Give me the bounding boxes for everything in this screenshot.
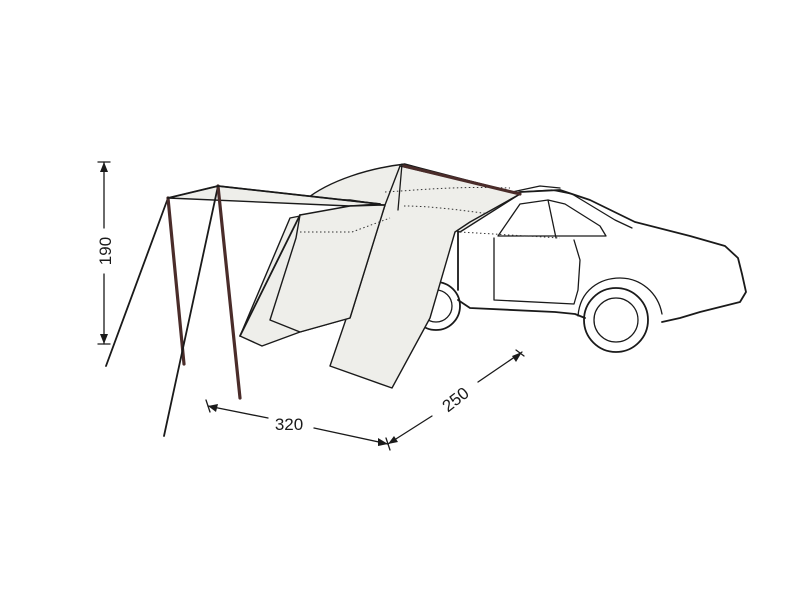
tent-poles — [105, 164, 522, 437]
tent-seam-line-3 — [459, 231, 561, 239]
car-front-arch — [577, 277, 663, 317]
awning-edge-front — [167, 185, 381, 205]
dimension-height: 190 — [96, 161, 115, 345]
car-roof-rack — [511, 185, 561, 193]
guy-line-left — [105, 197, 169, 367]
tent-top-ring — [403, 163, 413, 167]
car-window-divider — [547, 199, 557, 239]
car-roof — [519, 189, 633, 229]
height-arrow-top — [100, 162, 108, 172]
tent-inner-curtain — [269, 204, 386, 333]
car-door — [493, 237, 581, 305]
tent-seam-line-2 — [300, 217, 391, 233]
car-illustration — [411, 185, 747, 353]
pole-right-front — [216, 184, 242, 400]
car-window — [497, 199, 607, 237]
width-dim-line-left — [207, 405, 269, 419]
awning-side-pole — [239, 214, 301, 337]
car-front-hub — [593, 297, 639, 343]
dimension-depth: 250 — [387, 349, 525, 445]
pole-top-ridge — [402, 164, 522, 196]
depth-arrow-upper — [512, 352, 522, 362]
tent-center-seam — [397, 163, 403, 211]
width-arrow-right — [378, 438, 388, 446]
tent-canopy — [167, 163, 561, 389]
tent-seam-line-4 — [403, 205, 491, 215]
width-label: 320 — [275, 415, 303, 434]
depth-label: 250 — [439, 383, 473, 415]
pole-left-front — [166, 196, 186, 366]
guy-line-center — [163, 185, 219, 437]
car-front-wheel — [583, 287, 649, 353]
width-arrow-left — [208, 404, 218, 412]
height-arrow-bottom — [100, 334, 108, 344]
height-label: 190 — [96, 237, 115, 265]
depth-arrow-lower — [388, 436, 398, 444]
dimension-width: 320 — [205, 399, 391, 451]
width-dim-line-right — [313, 427, 389, 445]
